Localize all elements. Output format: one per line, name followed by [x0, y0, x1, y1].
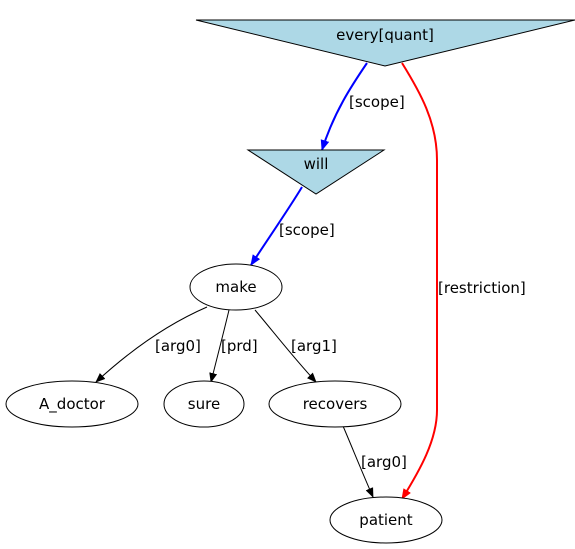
edge-line [342, 425, 374, 498]
node-patient: patient [329, 496, 443, 544]
edge-line [250, 186, 303, 266]
node-ellipse [189, 263, 283, 311]
edge-line [401, 62, 438, 500]
node-ellipse [5, 380, 139, 428]
edge-line [254, 309, 317, 383]
edge-label: [scope] [349, 93, 405, 111]
edge-label: [prd] [221, 337, 258, 355]
edge-make-sure: [prd] [209, 309, 258, 383]
node-make: make [189, 263, 283, 311]
edge-will-make: [scope] [250, 186, 335, 266]
edge-line [95, 306, 208, 383]
edge-line [320, 62, 368, 152]
node-will: will [246, 149, 386, 195]
node-label: will [304, 155, 329, 173]
node-label: make [215, 278, 256, 296]
edge-label: [arg0] [155, 337, 201, 355]
edge-recovers-patient: [arg0] [342, 425, 407, 498]
edge-line [209, 309, 230, 383]
edge-label: [scope] [279, 221, 335, 239]
edge-make-a-doctor: [arg0] [95, 306, 208, 383]
node-label: every[quant] [336, 26, 434, 44]
edge-label: [arg1] [291, 337, 337, 355]
quantifier-triangle [246, 149, 386, 195]
node-every: every[quant] [195, 19, 575, 67]
node-sure: sure [163, 380, 245, 428]
edge-every-will: [scope] [320, 62, 405, 152]
edge-label: [arg0] [361, 453, 407, 471]
quantifier-triangle [195, 19, 575, 67]
edge-label: [restriction] [438, 279, 526, 297]
node-label: recovers [303, 395, 368, 413]
node-ellipse [329, 496, 443, 544]
node-label: sure [188, 395, 220, 413]
node-recovers: recovers [268, 380, 402, 428]
edge-every-patient: [restriction] [401, 62, 526, 500]
node-ellipse [163, 380, 245, 428]
edge-make-recovers: [arg1] [254, 309, 337, 383]
node-label: patient [359, 511, 412, 529]
node-ellipse [268, 380, 402, 428]
node-label: A_doctor [39, 395, 106, 414]
node-a-doctor: A_doctor [5, 380, 139, 428]
